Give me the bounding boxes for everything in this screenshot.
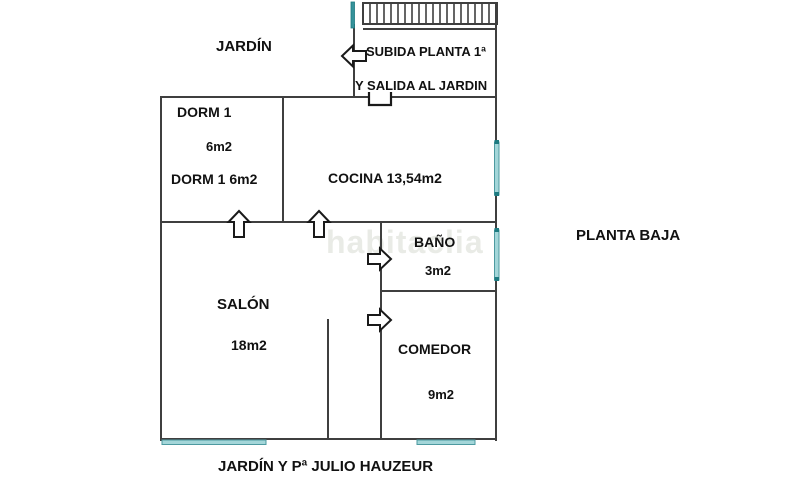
room-label-cocina: COCINA 13,54m2 bbox=[328, 170, 442, 186]
window-salon-bottom bbox=[161, 439, 267, 445]
window-bano bbox=[494, 229, 500, 281]
window-cocina-cap-top bbox=[494, 140, 499, 144]
window-stair-left bbox=[350, 1, 355, 29]
floor-title: PLANTA BAJA bbox=[576, 227, 681, 244]
door-arrow-up-dorm1-icon bbox=[226, 209, 252, 238]
door-arrow-right-comedor-icon bbox=[367, 307, 393, 333]
door-notch-hall-cocina bbox=[367, 92, 393, 107]
window-cocina bbox=[494, 141, 500, 196]
staircase bbox=[362, 2, 498, 30]
room-area-dorm1: 6m2 bbox=[206, 139, 233, 154]
room-area-salon: 18m2 bbox=[231, 337, 267, 353]
room-label-comedor: COMEDOR bbox=[398, 341, 472, 357]
stair-note-line1: SUBIDA PLANTA 1ª bbox=[366, 44, 486, 59]
room-label2-dorm1: DORM 1 6m2 bbox=[171, 171, 258, 187]
plan-caption: JARDÍN Y Pª JULIO HAUZEUR bbox=[218, 458, 434, 475]
window-comedor-bottom bbox=[416, 439, 476, 445]
stair-note-line2: Y SALIDA AL JARDIN bbox=[355, 78, 488, 93]
room-area-bano: 3m2 bbox=[425, 263, 452, 278]
room-area-comedor: 9m2 bbox=[428, 387, 455, 402]
door-arrows bbox=[226, 43, 393, 333]
staircase-treads bbox=[369, 4, 490, 23]
door-arrow-right-bano-icon bbox=[367, 246, 393, 272]
windows bbox=[161, 1, 500, 445]
room-label-salon: SALÓN bbox=[217, 296, 270, 313]
room-label-bano: BAÑO bbox=[414, 234, 456, 250]
room-label-dorm1: DORM 1 bbox=[177, 104, 232, 120]
window-cocina-cap-bottom bbox=[494, 192, 499, 196]
watermark-logo: habitaclia bbox=[326, 224, 484, 260]
garden-label: JARDÍN bbox=[216, 38, 272, 55]
window-bano-cap-top bbox=[494, 228, 499, 232]
staircase-box bbox=[362, 2, 498, 25]
door-arrow-up-cocina-icon bbox=[306, 209, 332, 238]
window-bano-cap-bottom bbox=[494, 277, 499, 281]
walls bbox=[160, 3, 497, 441]
door-arrow-left-icon bbox=[340, 43, 367, 69]
